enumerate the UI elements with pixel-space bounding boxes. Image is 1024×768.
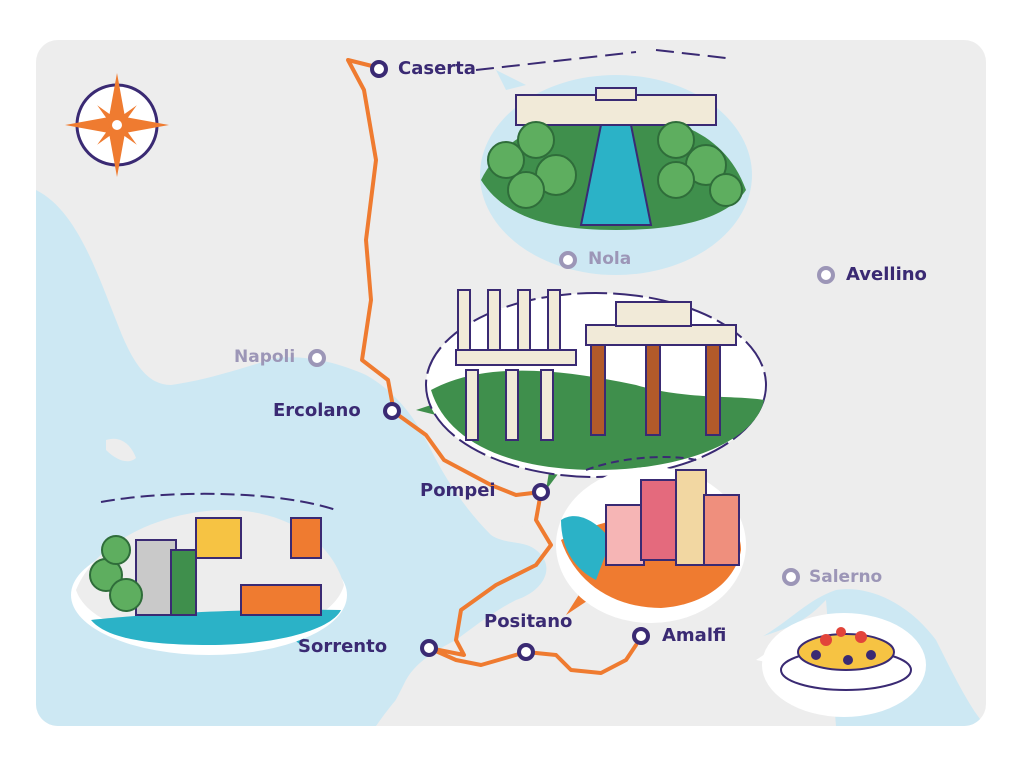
- pompei-ruins-bubble: [416, 289, 767, 490]
- place-markers: [308, 60, 835, 661]
- amalfi-label[interactable]: Amalfi: [662, 625, 727, 646]
- pompei-marker[interactable]: [532, 483, 550, 501]
- caserta-label[interactable]: Caserta: [398, 58, 476, 79]
- amalfi-marker[interactable]: [632, 627, 650, 645]
- avellino-label[interactable]: Avellino: [846, 264, 927, 285]
- compass-rose-icon: [65, 73, 169, 177]
- sorrento-label[interactable]: Sorrento: [298, 636, 388, 657]
- caserta-marker[interactable]: [370, 60, 388, 78]
- pompei-label[interactable]: Pompei: [420, 480, 496, 501]
- positano-label[interactable]: Positano: [484, 611, 573, 632]
- nola-marker[interactable]: [559, 251, 577, 269]
- positano-houses-bubble: [556, 456, 746, 623]
- napoli-label[interactable]: Napoli: [234, 347, 296, 367]
- sorrento-marker[interactable]: [420, 639, 438, 657]
- map-canvas: [36, 49, 986, 726]
- salerno-marker[interactable]: [782, 568, 800, 586]
- avellino-marker[interactable]: [817, 266, 835, 284]
- napoli-marker[interactable]: [308, 349, 326, 367]
- sorrento-harbor-bubble: [71, 492, 347, 655]
- salerno-pasta-bubble: [756, 613, 926, 717]
- positano-marker[interactable]: [517, 643, 535, 661]
- ercolano-label[interactable]: Ercolano: [273, 400, 361, 421]
- land: [106, 438, 836, 726]
- map-card: Caserta Nola Avellino Napoli Ercolano Po…: [36, 40, 986, 726]
- nola-label[interactable]: Nola: [588, 249, 632, 269]
- ercolano-marker[interactable]: [383, 402, 401, 420]
- salerno-label[interactable]: Salerno: [809, 567, 883, 587]
- caserta-palace-bubble: [475, 49, 752, 275]
